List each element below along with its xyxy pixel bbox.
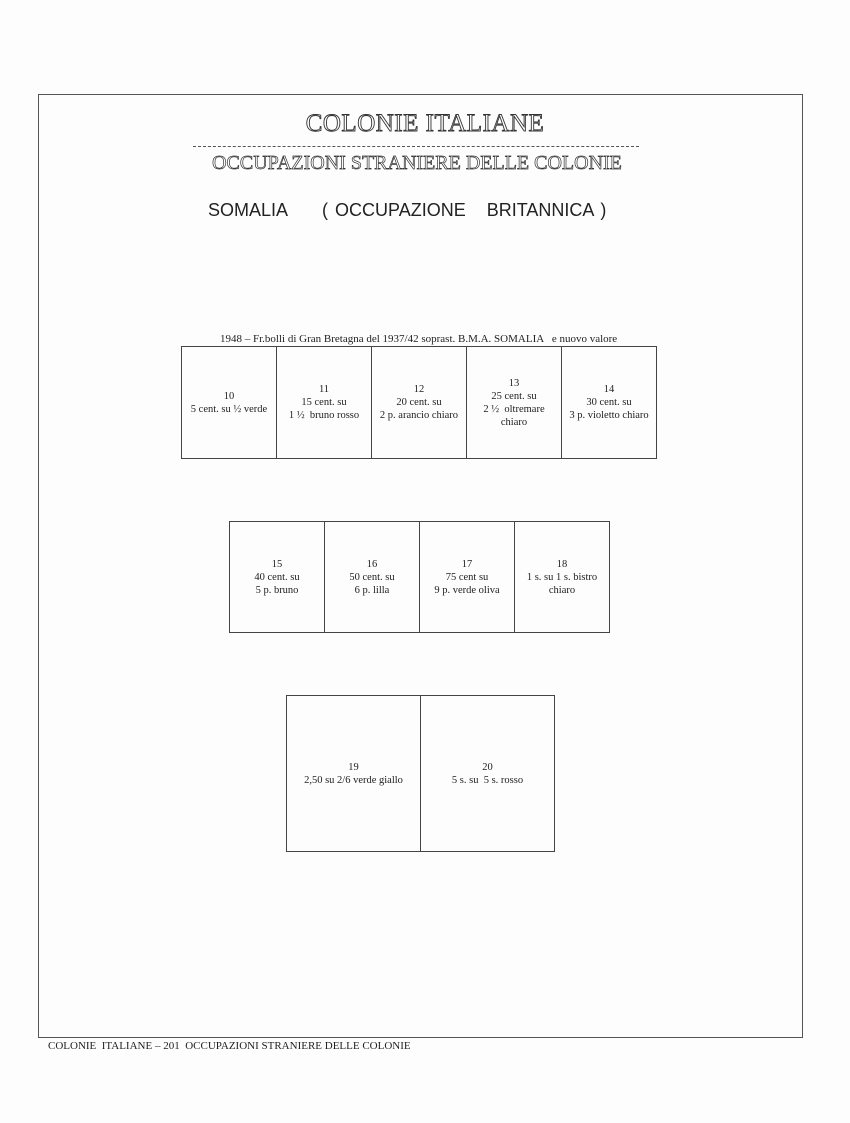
page-footer: COLONIE ITALIANE – 201 OCCUPAZIONI STRAN… xyxy=(48,1040,411,1052)
stamp-number: 10 xyxy=(223,390,235,402)
stamp-description: 3 p. violetto chiaro xyxy=(569,410,649,421)
stamp-number: 12 xyxy=(413,384,425,395)
stamp-number: 11 xyxy=(318,384,330,395)
stamp-number: 16 xyxy=(366,558,378,570)
stamp-number: 13 xyxy=(508,377,520,389)
stamp-description: 9 p. verde oliva xyxy=(434,584,500,596)
page-title: COLONIE ITALIANE xyxy=(305,110,545,138)
stamp-number: 15 xyxy=(271,558,283,570)
stamp-description: 1 ½ bruno rosso xyxy=(288,410,360,421)
stamp-description: 75 cent su xyxy=(445,571,489,583)
stamp-description: 40 cent. su xyxy=(254,571,300,583)
stamp-description: 5 cent. su ½ verde xyxy=(190,403,268,415)
issue-caption: 1948 – Fr.bolli di Gran Bretagna del 193… xyxy=(220,333,618,345)
stamp-description: 2,50 su 2/6 verde giallo xyxy=(304,774,403,786)
stamp-space: 11 15 cent. su 1 ½ bruno rosso xyxy=(277,347,372,458)
page-subtitle: OCCUPAZIONI STRANIERE DELLE COLONIE xyxy=(212,152,622,175)
stamp-number: 14 xyxy=(603,384,615,395)
stamp-description: 1 s. su 1 s. bistro xyxy=(526,571,598,583)
page-frame xyxy=(38,94,803,1038)
stamp-description: chiaro xyxy=(500,416,528,428)
stamp-number: 17 xyxy=(461,558,473,570)
stamp-description: 15 cent. su xyxy=(301,397,347,408)
stamp-description: 5 s. su 5 s. rosso xyxy=(451,774,524,786)
stamp-description: 50 cent. su xyxy=(349,571,395,583)
stamp-description: 20 cent. su xyxy=(396,397,442,408)
stamp-description: 2 p. arancio chiaro xyxy=(379,410,459,421)
stamp-space: 12 20 cent. su 2 p. arancio chiaro xyxy=(372,347,467,458)
stamp-number: 19 xyxy=(348,761,359,773)
stamp-description: 30 cent. su xyxy=(586,397,632,408)
country-name: SOMALIA xyxy=(208,200,289,220)
stamp-number: 18 xyxy=(556,558,568,570)
divider xyxy=(193,146,639,147)
stamp-number: 20 xyxy=(482,761,493,773)
country-heading: SOMALIA ( OCCUPAZIONE BRITANNICA ) xyxy=(208,200,640,221)
stamp-description: 5 p. bruno xyxy=(255,584,299,596)
stamp-description: chiaro xyxy=(548,584,576,596)
stamp-space: 14 30 cent. su 3 p. violetto chiaro xyxy=(562,347,656,458)
occupation-label: ( OCCUPAZIONE BRITANNICA ) xyxy=(322,200,607,220)
stamp-description: 2 ½ oltremare xyxy=(483,403,545,415)
stamp-description: 6 p. lilla xyxy=(354,584,390,596)
stamp-description: 25 cent. su xyxy=(491,390,537,402)
